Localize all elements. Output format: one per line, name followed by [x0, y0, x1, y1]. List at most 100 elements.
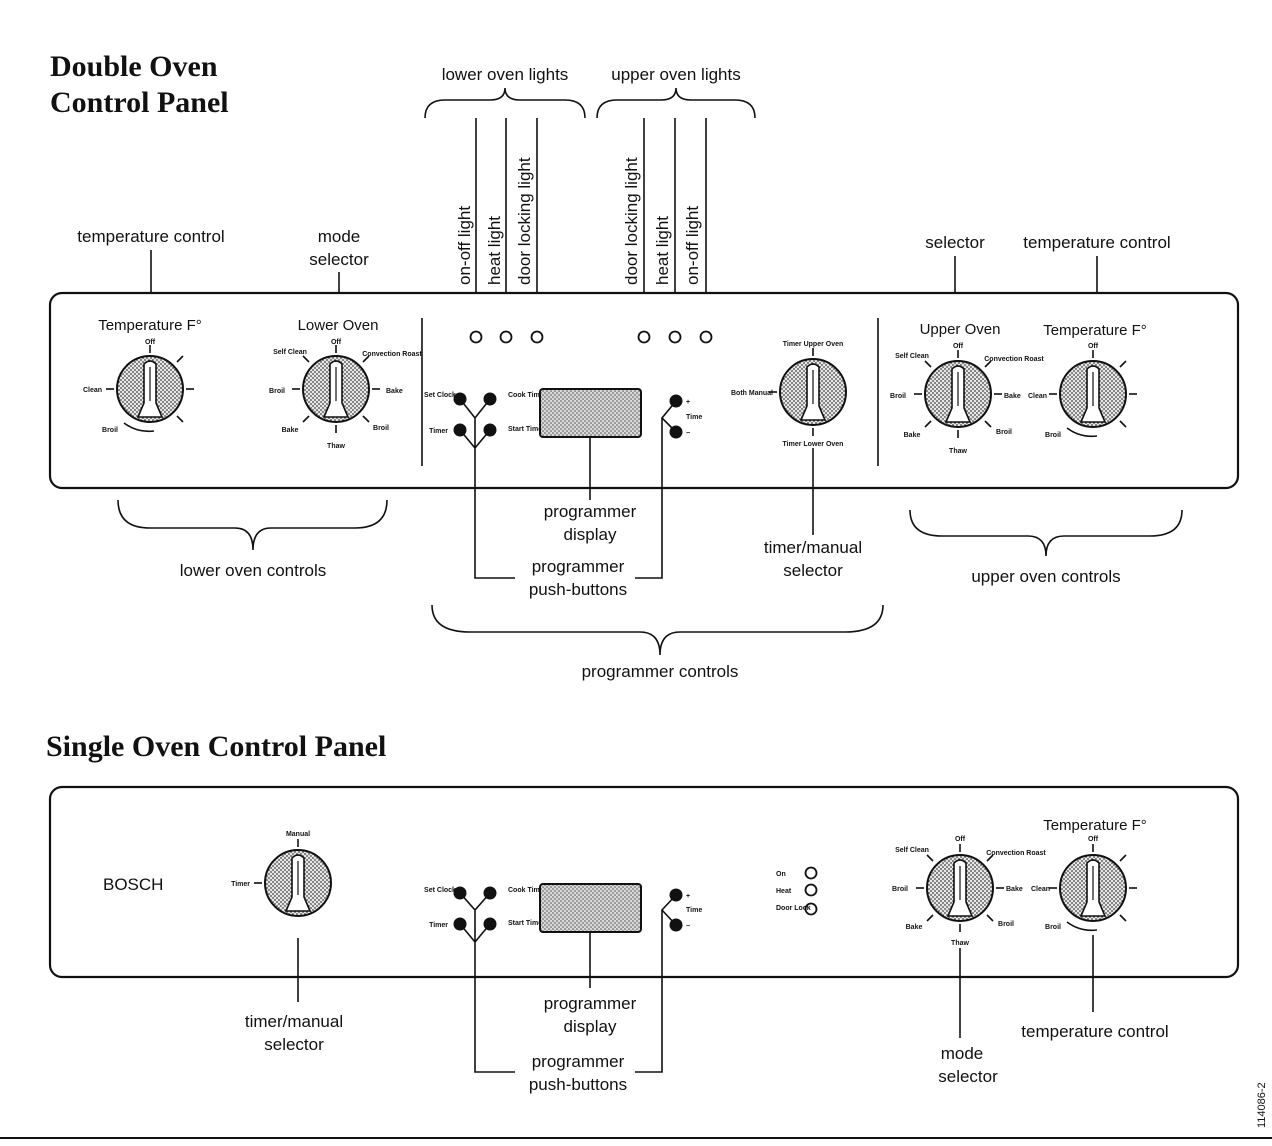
push-buttons-label-2: push-buttons — [529, 580, 627, 599]
single-manual-label: Manual — [286, 831, 310, 838]
programmer-controls-brace — [431, 604, 884, 656]
timer-manual-label-2: selector — [783, 561, 843, 580]
single-mode-self-clean: Self Clean — [895, 847, 929, 854]
single-door-lock-label: Door Lock — [776, 905, 811, 912]
single-heat-label: Heat — [776, 888, 792, 895]
timer-upper-oven-label: Timer Upper Oven — [783, 341, 844, 348]
push-button-leader-right — [635, 400, 677, 579]
single-push-buttons-label-1: programmer — [532, 1052, 625, 1071]
single-timer-manual-knob[interactable] — [254, 839, 332, 917]
upper-mode-knob[interactable] — [914, 350, 1002, 438]
door-locking-light-lower — [530, 330, 544, 344]
single-mode-knob[interactable] — [916, 844, 1004, 932]
single-push-button-leader-right — [635, 894, 677, 1073]
single-start-time-label: Start Time — [508, 920, 542, 927]
upper-mode-broil-left: Broil — [890, 393, 906, 400]
single-timer-manual-label-1: timer/manual — [245, 1012, 343, 1031]
lower-temperature-knob[interactable] — [106, 345, 194, 433]
timer-lower-oven-label: Timer Lower Oven — [783, 441, 844, 448]
heat-light-lower — [499, 330, 513, 344]
single-on-label: On — [776, 871, 786, 878]
lower-mode-self-clean: Self Clean — [273, 349, 307, 356]
single-oven-panel — [48, 785, 1240, 979]
push-buttons-label-1: programmer — [532, 557, 625, 576]
single-panel-title: Single Oven Control Panel — [46, 730, 386, 763]
heat-light-lower-label: heat light — [485, 216, 504, 285]
lower-oven-lights-label: lower oven lights — [442, 65, 569, 84]
programmer-display-label-1: programmer — [544, 502, 637, 521]
single-on-light — [804, 866, 818, 880]
single-display-label-2: display — [564, 1017, 617, 1036]
single-temp-title: Temperature F° — [1043, 817, 1147, 834]
set-clock-label: Set Clock — [424, 392, 456, 399]
lower-mode-bake-left: Bake — [282, 427, 299, 434]
upper-oven-controls-brace — [909, 509, 1183, 557]
timer-manual-knob[interactable] — [769, 348, 847, 436]
both-manual-label: Both Manual — [731, 390, 773, 397]
single-mode-broil-right: Broil — [998, 921, 1014, 928]
single-mode-off: Off — [955, 836, 966, 843]
upper-oven-lights-label: upper oven lights — [611, 65, 740, 84]
single-mode-selector-label-1: mode — [941, 1044, 984, 1063]
upper-temperature-knob[interactable] — [1049, 350, 1137, 438]
upper-mode-convection-roast: Convection Roast — [984, 356, 1044, 363]
single-mode-selector-label-2: selector — [938, 1067, 998, 1086]
minus-label: − — [686, 430, 690, 437]
upper-mode-broil-right: Broil — [996, 429, 1012, 436]
push-button-leader-left — [459, 398, 515, 579]
bosch-logo: BOSCH — [103, 875, 163, 894]
upper-mode-thaw: Thaw — [949, 448, 967, 455]
double-panel-title-1: Double Oven — [50, 50, 218, 83]
on-off-light-lower-label: on-off light — [455, 206, 474, 285]
single-temp-off: Off — [1088, 836, 1099, 843]
start-time-label: Start Time — [508, 426, 542, 433]
single-display-label-1: programmer — [544, 994, 637, 1013]
single-plus-label: + — [686, 893, 690, 900]
programmer-display-label-2: display — [564, 525, 617, 544]
upper-mode-self-clean: Self Clean — [895, 353, 929, 360]
time-label: Time — [686, 414, 702, 421]
upper-mode-off: Off — [953, 343, 964, 350]
lower-mode-knob[interactable] — [292, 345, 380, 433]
single-mode-bake-left: Bake — [906, 924, 923, 931]
lower-mode-thaw: Thaw — [327, 443, 345, 450]
lower-oven-controls-label: lower oven controls — [180, 561, 326, 580]
lower-lights-brace — [424, 87, 586, 119]
lower-mode-off: Off — [331, 339, 342, 346]
single-temperature-control-label: temperature control — [1021, 1022, 1168, 1041]
programmer-controls-label: programmer controls — [582, 662, 739, 681]
lower-temp-off: Off — [145, 339, 156, 346]
upper-lights-brace — [596, 87, 756, 119]
heat-light-upper-label: heat light — [653, 216, 672, 285]
upper-mode-bake-right: Bake — [1004, 393, 1021, 400]
single-time-label: Time — [686, 907, 702, 914]
upper-temp-clean: Clean — [1028, 393, 1047, 400]
single-mode-convection-roast: Convection Roast — [986, 850, 1046, 857]
double-programmer-display — [539, 388, 642, 438]
single-programmer-display — [539, 883, 642, 933]
lower-temp-title: Temperature F° — [98, 317, 202, 334]
lower-mode-convection-roast: Convection Roast — [362, 351, 422, 358]
lower-mode-broil-right: Broil — [373, 425, 389, 432]
lower-temp-clean: Clean — [83, 387, 102, 394]
lower-mode-broil-left: Broil — [269, 388, 285, 395]
single-temp-broil: Broil — [1045, 924, 1061, 931]
single-temperature-knob[interactable] — [1049, 844, 1137, 932]
lower-oven-controls-brace — [117, 499, 388, 551]
upper-mode-bake-left: Bake — [904, 432, 921, 439]
temperature-control-right-label: temperature control — [1023, 233, 1170, 252]
single-push-button-leader-left — [459, 892, 515, 1073]
lower-mode-title: Lower Oven — [298, 317, 379, 334]
door-locking-light-upper-label: door locking light — [622, 157, 641, 285]
upper-oven-controls-label: upper oven controls — [971, 567, 1120, 586]
on-off-light-upper — [699, 330, 713, 344]
double-oven-panel — [48, 291, 1240, 490]
timer-label: Timer — [429, 428, 448, 435]
door-locking-light-lower-label: door locking light — [515, 157, 534, 285]
figure-code: 114086-2 — [1256, 1082, 1268, 1128]
on-off-light-lower — [469, 330, 483, 344]
single-push-buttons-label-2: push-buttons — [529, 1075, 627, 1094]
single-heat-light — [804, 883, 818, 897]
single-timer-label: Timer — [231, 881, 250, 888]
